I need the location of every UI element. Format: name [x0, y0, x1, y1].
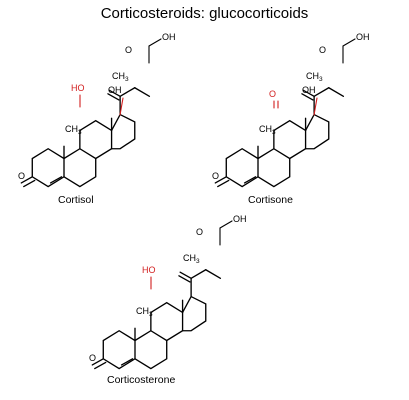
cortisone-structure: O CH3 CH3 OH O O OH Cortisone: [212, 32, 370, 206]
c21-hydroxyl-label: OH: [233, 214, 247, 224]
c11-hydroxyl-label: HO: [71, 83, 85, 93]
c17-hydroxyl-label: OH: [302, 85, 316, 95]
molecule-name-cortisone: Cortisone: [248, 194, 293, 206]
c20-oxygen-label: O: [125, 45, 132, 55]
c20-oxygen-label: O: [196, 227, 203, 237]
c11-hydroxyl-label: HO: [142, 265, 156, 275]
c18-methyl-label: CH3: [183, 253, 200, 265]
c18-methyl-label: CH3: [112, 71, 129, 83]
c11-oxygen-label: O: [269, 89, 276, 99]
c20-oxygen-label: O: [319, 45, 326, 55]
cortisol-structure: O CH3 CH3 OH HO O OH Cortisol: [18, 32, 176, 206]
c21-hydroxyl-label: OH: [356, 32, 370, 42]
c18-methyl-label: CH3: [306, 71, 323, 83]
c19-methyl-label: CH3: [136, 306, 153, 318]
c19-methyl-label: CH3: [259, 124, 276, 136]
c3-oxygen-label: O: [18, 171, 25, 181]
c3-oxygen-label: O: [89, 353, 96, 363]
molecule-name-corticosterone: Corticosterone: [107, 374, 175, 386]
corticosterone-structure: O CH3 CH3 HO O OH Corticosterone: [89, 214, 247, 386]
diagram-title: Corticosteroids: glucocorticoids: [100, 5, 309, 22]
c3-oxygen-label: O: [212, 171, 219, 181]
c17-hydroxyl-label: OH: [108, 85, 122, 95]
molecule-name-cortisol: Cortisol: [58, 194, 94, 206]
c19-methyl-label: CH3: [65, 124, 82, 136]
c21-hydroxyl-label: OH: [162, 32, 176, 42]
